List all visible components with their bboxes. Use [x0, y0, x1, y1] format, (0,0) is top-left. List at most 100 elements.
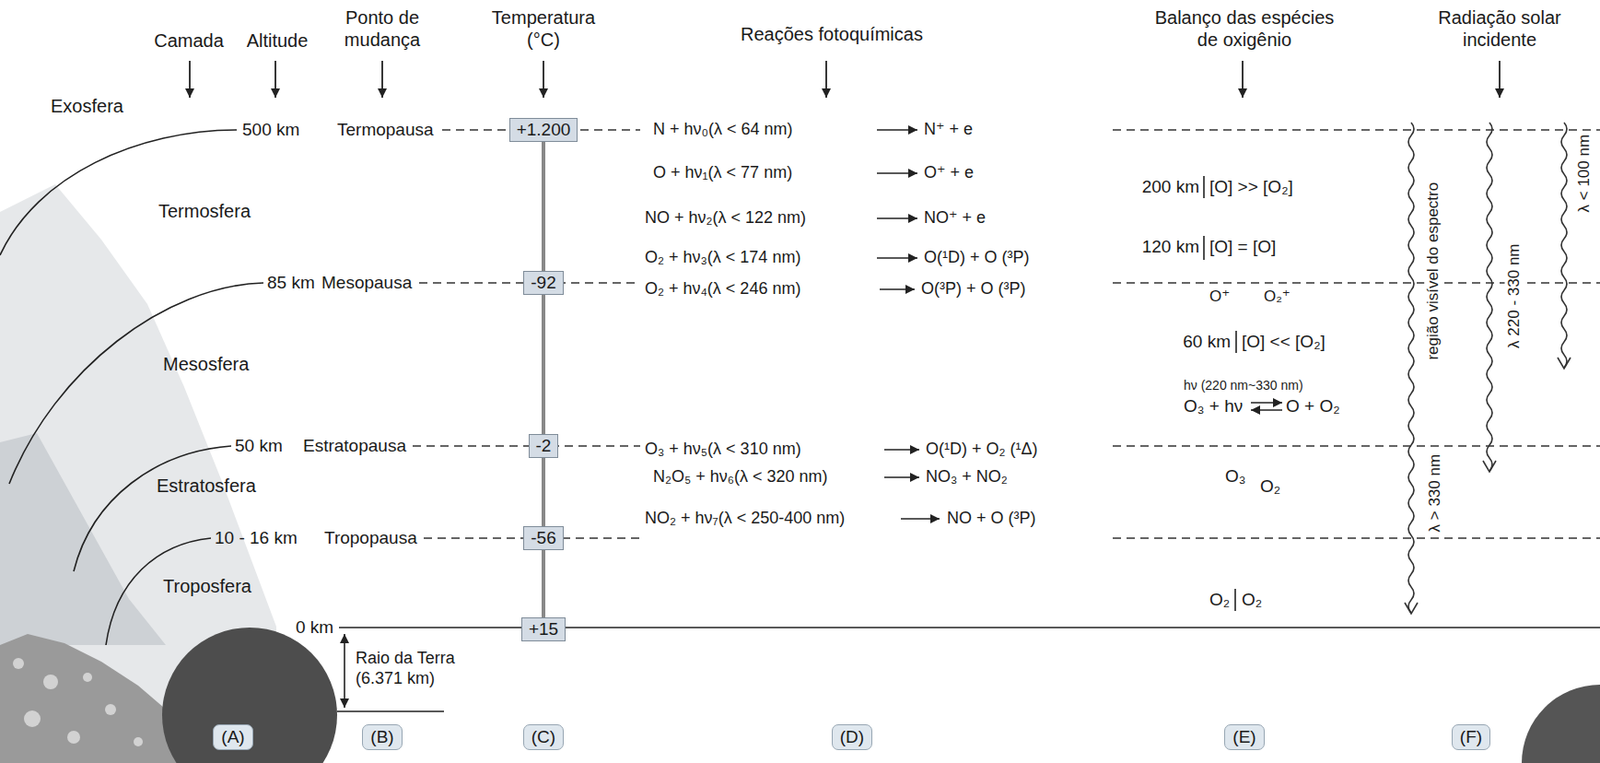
wave-arrowhead	[1483, 460, 1496, 472]
balance-bar	[1235, 330, 1238, 353]
reaction-products: NO⁺ + e	[923, 208, 986, 227]
reaction-arrow	[884, 476, 920, 479]
radiation-wave	[1561, 122, 1567, 368]
altitude-label: 500 km	[242, 119, 300, 140]
panel-letter-box: (F)	[1451, 724, 1491, 750]
temperature-box: +15	[521, 617, 566, 642]
rock-speckles	[12, 657, 143, 747]
panel-letter-box: (D)	[831, 724, 873, 750]
temperature-column-line	[541, 141, 546, 271]
wave-arrowhead	[1557, 357, 1571, 369]
temperature-box: -92	[523, 270, 563, 295]
radius-baseline	[337, 710, 444, 713]
equilibrium-side: O + O₂	[1285, 396, 1341, 416]
temperature-column-line	[541, 294, 546, 434]
reaction-arrow	[876, 217, 918, 220]
oxygen-species: O₂	[1241, 589, 1262, 609]
column-header: Ponto de mudança	[344, 7, 421, 50]
temperature-column-line	[541, 457, 546, 526]
layer-curve	[0, 129, 237, 256]
panel-letter-box: (A)	[212, 724, 253, 750]
oxygen-species: O₂	[1260, 476, 1281, 496]
reaction-reactants: O₂ + hν₄(λ < 246 nm)	[644, 279, 801, 298]
boundary-name: Mesopausa	[321, 272, 412, 292]
boundary-name: Estratopausa	[303, 435, 407, 456]
layer-name: Troposfera	[163, 575, 252, 596]
radiation-wave	[1408, 122, 1414, 613]
mountain-shade	[0, 432, 166, 645]
column-header: Reações fotoquímicas	[740, 23, 923, 45]
reaction-reactants: O₂ + hν₃(λ < 174 nm)	[644, 247, 801, 267]
reaction-reactants: N₂O₅ + hν₆(λ < 320 nm)	[653, 467, 829, 486]
temperature-box: -2	[528, 433, 560, 458]
balance-bar	[1202, 235, 1205, 260]
temperature-value: -56	[530, 527, 556, 548]
earth-dome-right	[1521, 684, 1600, 763]
oxygen-species: O₃	[1225, 466, 1247, 486]
panel-letter: (C)	[531, 726, 556, 747]
layer-curves	[0, 129, 264, 645]
header-arrow	[542, 60, 545, 98]
balance-bar	[1202, 175, 1205, 199]
panel-letter-box: (C)	[523, 724, 564, 750]
reaction-arrow	[884, 448, 920, 451]
oxygen-balance: [O] << [O₂]	[1241, 331, 1326, 351]
altitude-label: 0 km	[295, 617, 334, 637]
temperature-value: +1.200	[516, 119, 572, 140]
temperature-box: +1.200	[509, 117, 579, 142]
wave-arrowhead	[1404, 602, 1418, 614]
reaction-reactants: NO + hν₂(λ < 122 nm)	[644, 208, 806, 227]
spectrum-label: região visível do espectro	[1424, 180, 1442, 363]
layer-name: Termosfera	[158, 200, 251, 222]
panel-letter-box: (B)	[362, 724, 402, 750]
wavelength-note: hν (220 nm~330 nm)	[1183, 377, 1304, 393]
layer-curve	[73, 445, 232, 572]
speckle	[43, 674, 59, 690]
speckle	[67, 730, 81, 744]
reaction-arrow	[900, 517, 940, 520]
balance-bar	[1234, 588, 1237, 611]
temperature-column-line	[541, 549, 546, 618]
header-arrow	[274, 60, 277, 98]
boundary-line	[1112, 537, 1600, 539]
reaction-products: O(¹D) + O (³P)	[923, 247, 1030, 267]
boundary-lines	[412, 129, 1600, 538]
reaction-arrow	[879, 288, 915, 291]
reaction-products: O(³P) + O (³P)	[921, 279, 1027, 298]
temperature-value: -92	[530, 272, 556, 292]
boundary-line	[412, 444, 641, 447]
panel-letter-box: (E)	[1224, 724, 1264, 750]
reaction-reactants: O₃ + hν₅(λ < 310 nm)	[644, 439, 802, 458]
radius-arrow	[343, 633, 346, 708]
radiation-wave	[1486, 122, 1493, 471]
column-header: Balanço das espécies de oxigênio	[1155, 7, 1335, 50]
speckle	[133, 736, 143, 747]
panel-letter: (E)	[1232, 726, 1256, 747]
wavelength-label: λ < 100 nm	[1575, 132, 1593, 215]
layer-name: Mesosfera	[163, 353, 249, 374]
header-arrows	[189, 60, 1500, 98]
oxygen-species: O₂	[1209, 589, 1230, 609]
radiation-waves	[1404, 122, 1571, 614]
reaction-arrow	[876, 172, 918, 175]
layer-name: Exosfera	[50, 95, 124, 117]
header-arrow	[1241, 60, 1244, 98]
temperature-value: +15	[528, 618, 559, 639]
column-header: Temperatura (°C)	[491, 7, 596, 50]
reaction-products: O(¹D) + O₂ (¹Δ)	[925, 439, 1039, 458]
altitude-label: 85 km	[267, 272, 316, 292]
boundary-name: Tropopausa	[324, 527, 418, 548]
altitude-label: 120 km	[1142, 236, 1200, 257]
wavelength-label: λ 220 - 330 nm	[1505, 241, 1523, 350]
equilibrium-side: O₃ + hν	[1183, 396, 1243, 416]
equilibrium-arrow	[1250, 408, 1283, 411]
reaction-arrow	[876, 256, 918, 259]
layer-name: Estratosfera	[156, 475, 257, 496]
altitude-label: 10 - 16 km	[214, 527, 298, 548]
panel-letter: (B)	[370, 726, 394, 747]
header-arrow	[188, 60, 191, 98]
temperature-value: -2	[536, 435, 552, 456]
